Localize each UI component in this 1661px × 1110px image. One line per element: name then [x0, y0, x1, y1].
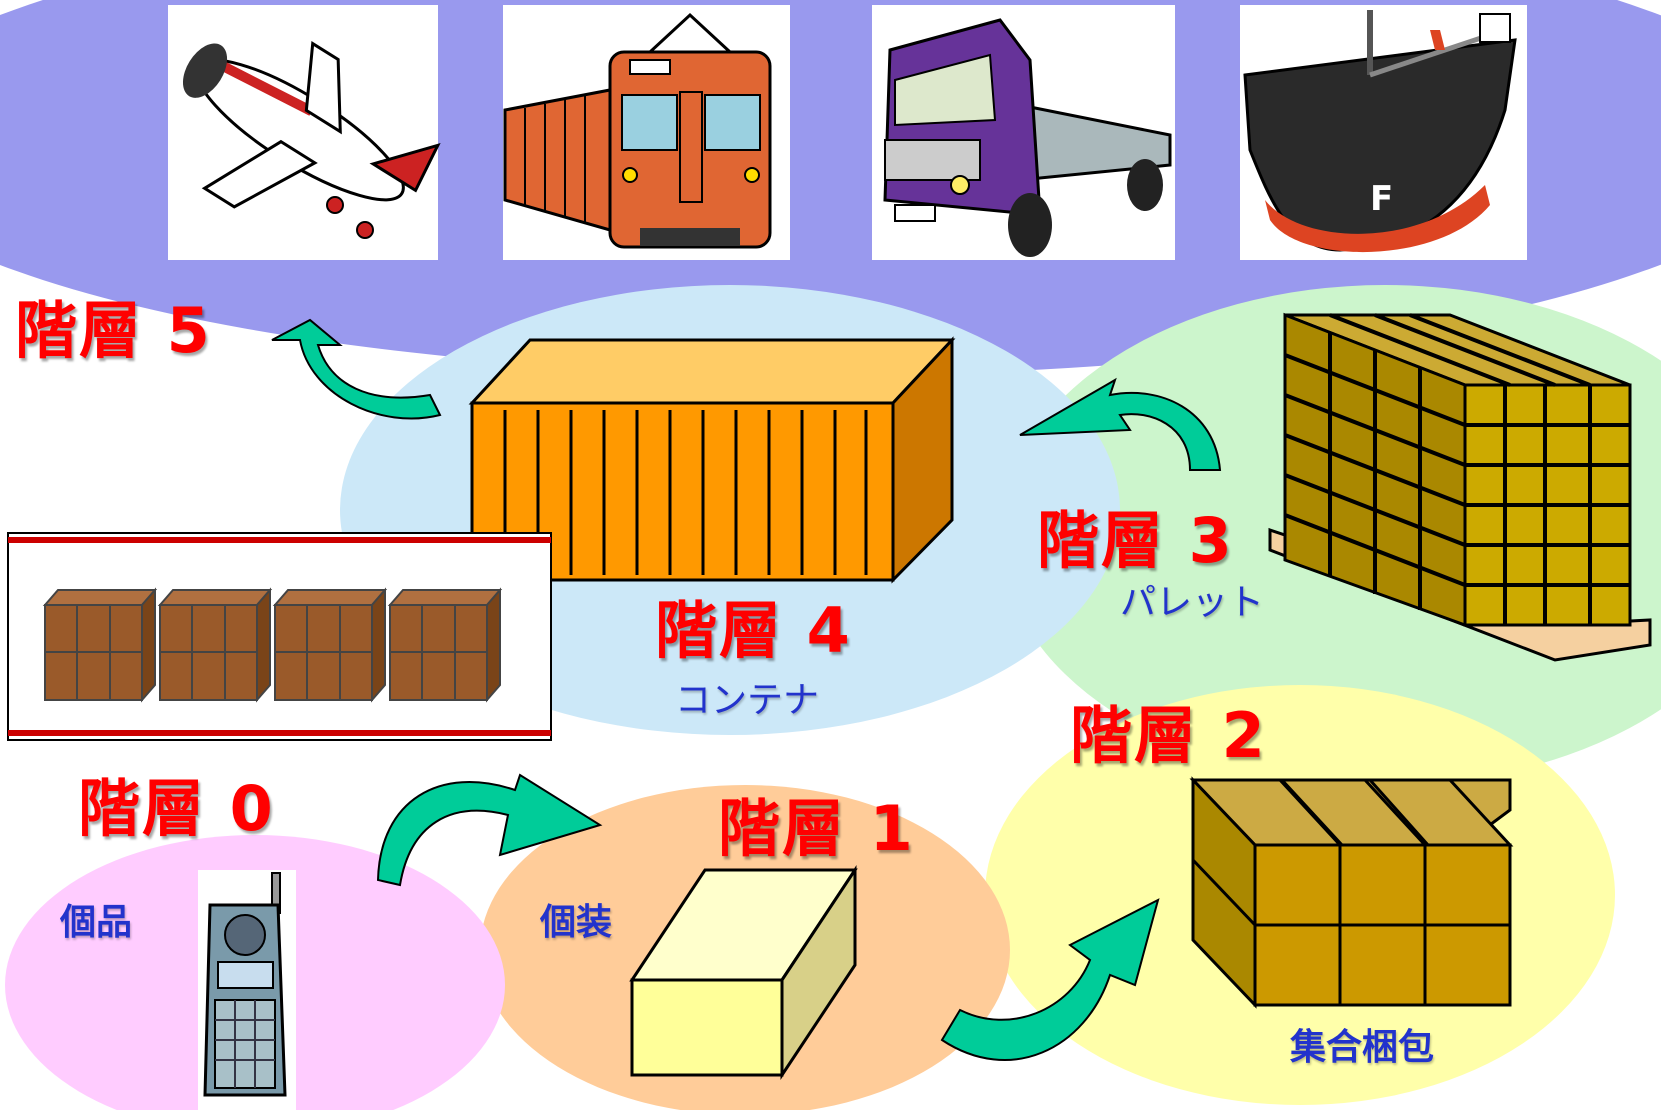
ship-icon: F	[1240, 5, 1527, 260]
level-3-label: パレット	[1120, 582, 1265, 623]
level-2-title: 階層 2	[1070, 699, 1267, 772]
svg-text:F: F	[1370, 179, 1393, 219]
level-4-label: コンテナ	[675, 680, 820, 721]
level-1-title: 階層 1	[718, 792, 915, 865]
level-3-title: 階層 3	[1037, 504, 1234, 577]
airplane-icon	[168, 5, 441, 260]
cycle-arrow-icon	[271, 318, 1222, 1061]
level-5-title: 階層 5	[15, 294, 212, 367]
level-4-title: 階層 4	[655, 594, 852, 667]
train-icon	[503, 5, 790, 260]
bundle-boxes-icon	[1189, 776, 1514, 1009]
pallet-icon	[1268, 312, 1652, 662]
level-2-label: 集合梱包	[1290, 1027, 1435, 1068]
truck-icon	[872, 5, 1175, 260]
level-0-title: 階層 0	[78, 772, 275, 845]
single-package-icon	[629, 865, 858, 1080]
mobile-phone-icon	[198, 870, 296, 1110]
level-0-label: 個品	[60, 902, 133, 943]
level-1-label: 個装	[540, 902, 613, 943]
cartons-row-icon	[7, 532, 552, 741]
